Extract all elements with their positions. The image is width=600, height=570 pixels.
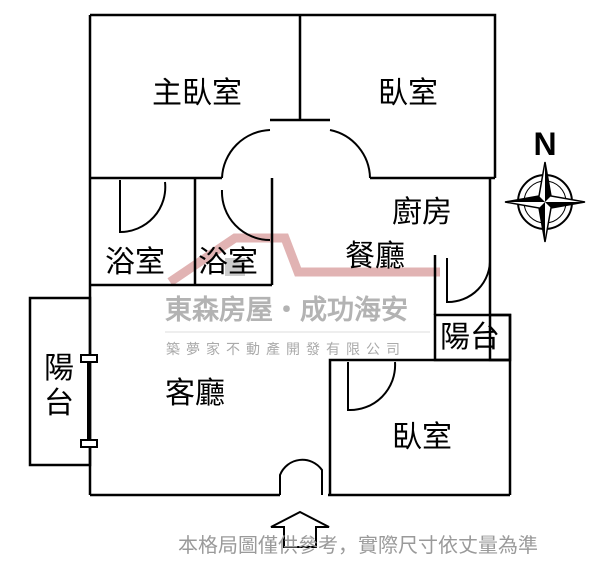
walls bbox=[28, 13, 512, 497]
room-label-bedroom-bottom: 臥室 bbox=[392, 420, 452, 455]
compass-icon bbox=[504, 161, 586, 243]
watermark-roof bbox=[167, 233, 440, 286]
watermark-subtitle: 築夢家不動產開發有限公司 bbox=[166, 341, 406, 358]
entrance-arrow-icon bbox=[270, 510, 330, 548]
room-label-dining: 餐廳 bbox=[345, 239, 405, 274]
room-label-living: 客廳 bbox=[165, 376, 225, 411]
room-label-balcony-left-2: 台 bbox=[44, 386, 74, 421]
room-label-kitchen: 廚房 bbox=[392, 195, 452, 230]
room-label-balcony-right: 陽台 bbox=[440, 320, 500, 355]
watermark-window bbox=[225, 258, 245, 276]
room-label-master-bedroom: 主臥室 bbox=[152, 76, 242, 111]
room-label-bedroom-top: 臥室 bbox=[378, 76, 438, 111]
doors bbox=[80, 129, 492, 495]
room-label-bath-1: 浴室 bbox=[105, 245, 165, 280]
room-label-balcony-left-1: 陽 bbox=[44, 351, 74, 386]
disclaimer-note: 本格局圖僅供參考，實際尺寸依丈量為準 bbox=[178, 533, 538, 557]
compass-north-label: N bbox=[533, 126, 556, 162]
watermark-title: 東森房屋・成功海安 bbox=[165, 295, 408, 326]
room-label-bath-2: 浴室 bbox=[198, 245, 258, 280]
